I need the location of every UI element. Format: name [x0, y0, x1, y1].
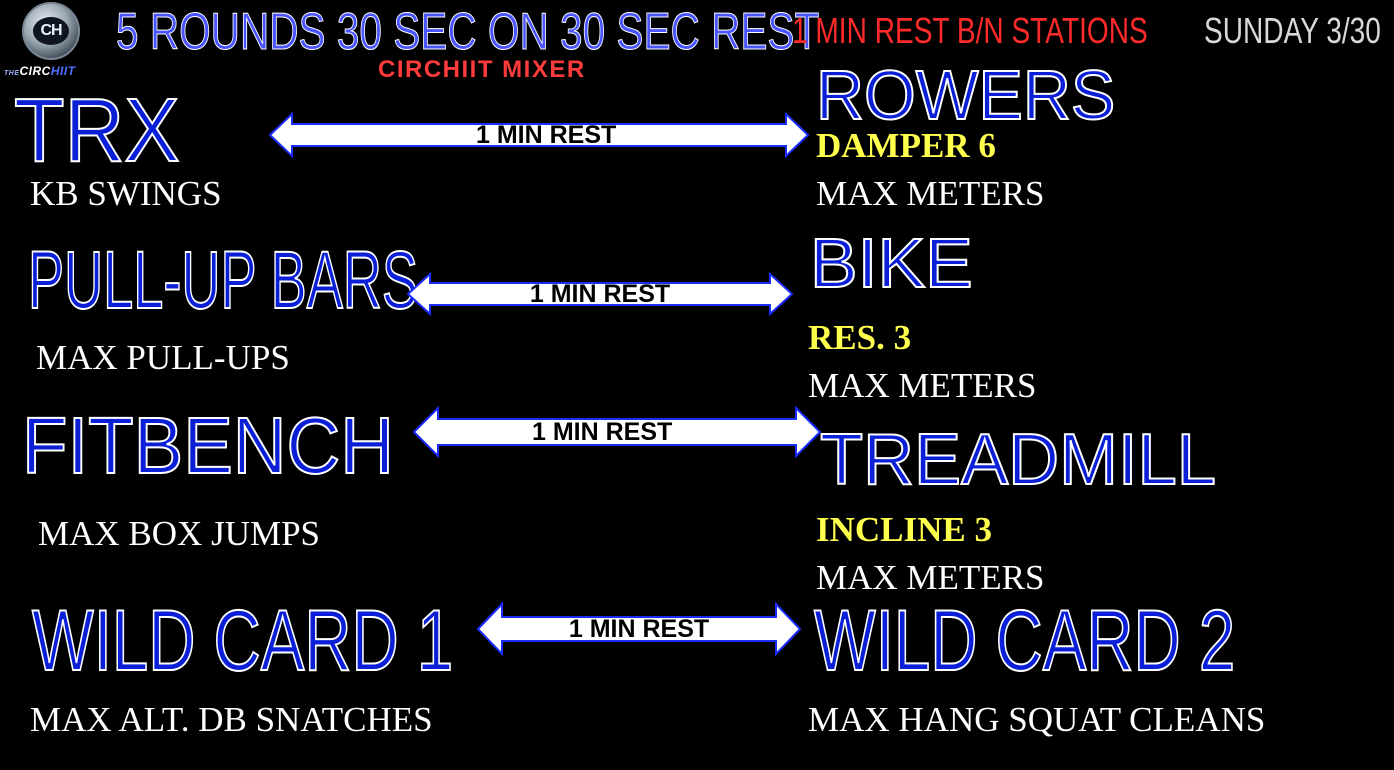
- station-rowers-exercise: MAX METERS: [816, 174, 1045, 213]
- station-fitbench-exercise: MAX BOX JUMPS: [38, 514, 321, 553]
- double-arrow-icon: [476, 602, 802, 656]
- station-rowers: ROWERS: [815, 56, 1116, 134]
- page-title: 5 ROUNDS 30 SEC ON 30 SEC REST: [116, 3, 820, 62]
- station-wild-card-2: WILD CARD 2: [813, 593, 1236, 689]
- circhiit-logo: CH: [22, 2, 80, 60]
- station-trx: TRX: [13, 81, 180, 181]
- rest-arrow-2-label: 1 MIN REST: [529, 279, 671, 308]
- station-wild-card-1: WILD CARD 1: [31, 593, 454, 689]
- station-bike-setting: RES. 3: [808, 318, 912, 357]
- station-treadmill: TREADMILL: [819, 420, 1217, 500]
- station-rowers-setting: DAMPER 6: [816, 126, 996, 165]
- station-rest-note: 1 MIN REST B/N STATIONS: [792, 10, 1148, 51]
- station-bike-exercise: MAX METERS: [808, 366, 1037, 405]
- station-bike: BIKE: [809, 224, 974, 302]
- station-wild-card-1-exercise: MAX ALT. DB SNATCHES: [30, 700, 433, 739]
- double-arrow-icon: [406, 272, 794, 316]
- workout-date: SUNDAY 3/30: [1204, 10, 1381, 51]
- rest-arrow-3-label: 1 MIN REST: [532, 417, 673, 446]
- station-pull-up-bars: PULL-UP BARS: [27, 235, 419, 326]
- rest-arrow-1: 1 MIN REST: [268, 112, 810, 158]
- station-wild-card-2-exercise: MAX HANG SQUAT CLEANS: [808, 700, 1266, 739]
- rest-arrow-3: 1 MIN REST: [412, 406, 822, 458]
- logo-mark: CH: [33, 17, 69, 45]
- double-arrow-icon: [412, 406, 822, 458]
- double-arrow-icon: [268, 112, 810, 158]
- rest-arrow-4: 1 MIN REST: [476, 602, 802, 656]
- station-treadmill-setting: INCLINE 3: [816, 510, 993, 549]
- station-pull-up-bars-exercise: MAX PULL-UPS: [36, 338, 290, 377]
- rest-arrow-1-label: 1 MIN REST: [476, 120, 617, 149]
- station-treadmill-exercise: MAX METERS: [816, 558, 1045, 597]
- page-subtitle: CIRCHIIT MIXER: [378, 56, 586, 83]
- rest-arrow-4-label: 1 MIN REST: [568, 614, 710, 643]
- station-trx-exercise: KB SWINGS: [30, 174, 222, 213]
- rest-arrow-2: 1 MIN REST: [406, 272, 794, 316]
- station-fitbench: FITBENCH: [21, 401, 395, 490]
- brand-wordmark: THECIRCHIIT: [4, 64, 76, 78]
